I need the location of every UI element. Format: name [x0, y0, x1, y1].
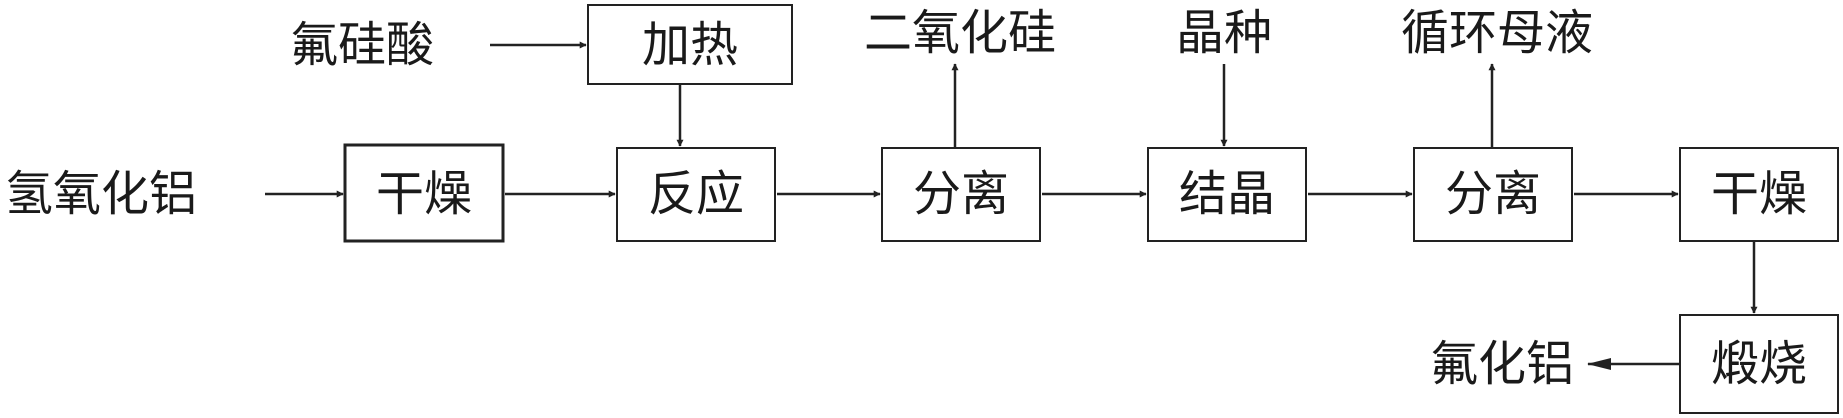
node-calcine-label: 煅烧: [1711, 336, 1807, 392]
node-react-label: 反应: [648, 166, 744, 222]
node-dry-1-label: 干燥: [376, 166, 472, 222]
label-fluorosilicic-acid: 氟硅酸: [290, 17, 434, 73]
label-mother-liquor: 循环母液: [1401, 5, 1593, 61]
node-separate-1-label: 分离: [913, 166, 1009, 222]
label-aluminum-fluoride: 氟化铝: [1430, 336, 1574, 392]
node-dry-2-label: 干燥: [1711, 166, 1807, 222]
label-seed-crystal: 晶种: [1176, 5, 1272, 61]
node-react: 反应: [616, 147, 776, 242]
node-crystallize: 结晶: [1147, 147, 1307, 242]
node-calcine: 煅烧: [1679, 314, 1839, 414]
node-heat: 加热: [587, 4, 793, 85]
node-dry-2: 干燥: [1679, 147, 1839, 242]
node-dry-1: 干燥: [343, 143, 505, 243]
node-separate-2: 分离: [1413, 147, 1573, 242]
label-silicon-dioxide: 二氧化硅: [864, 5, 1056, 61]
node-heat-label: 加热: [642, 17, 738, 73]
node-separate-2-label: 分离: [1445, 166, 1541, 222]
node-separate-1: 分离: [881, 147, 1041, 242]
label-aluminum-hydroxide: 氢氧化铝: [5, 166, 197, 222]
node-crystallize-label: 结晶: [1179, 166, 1275, 222]
